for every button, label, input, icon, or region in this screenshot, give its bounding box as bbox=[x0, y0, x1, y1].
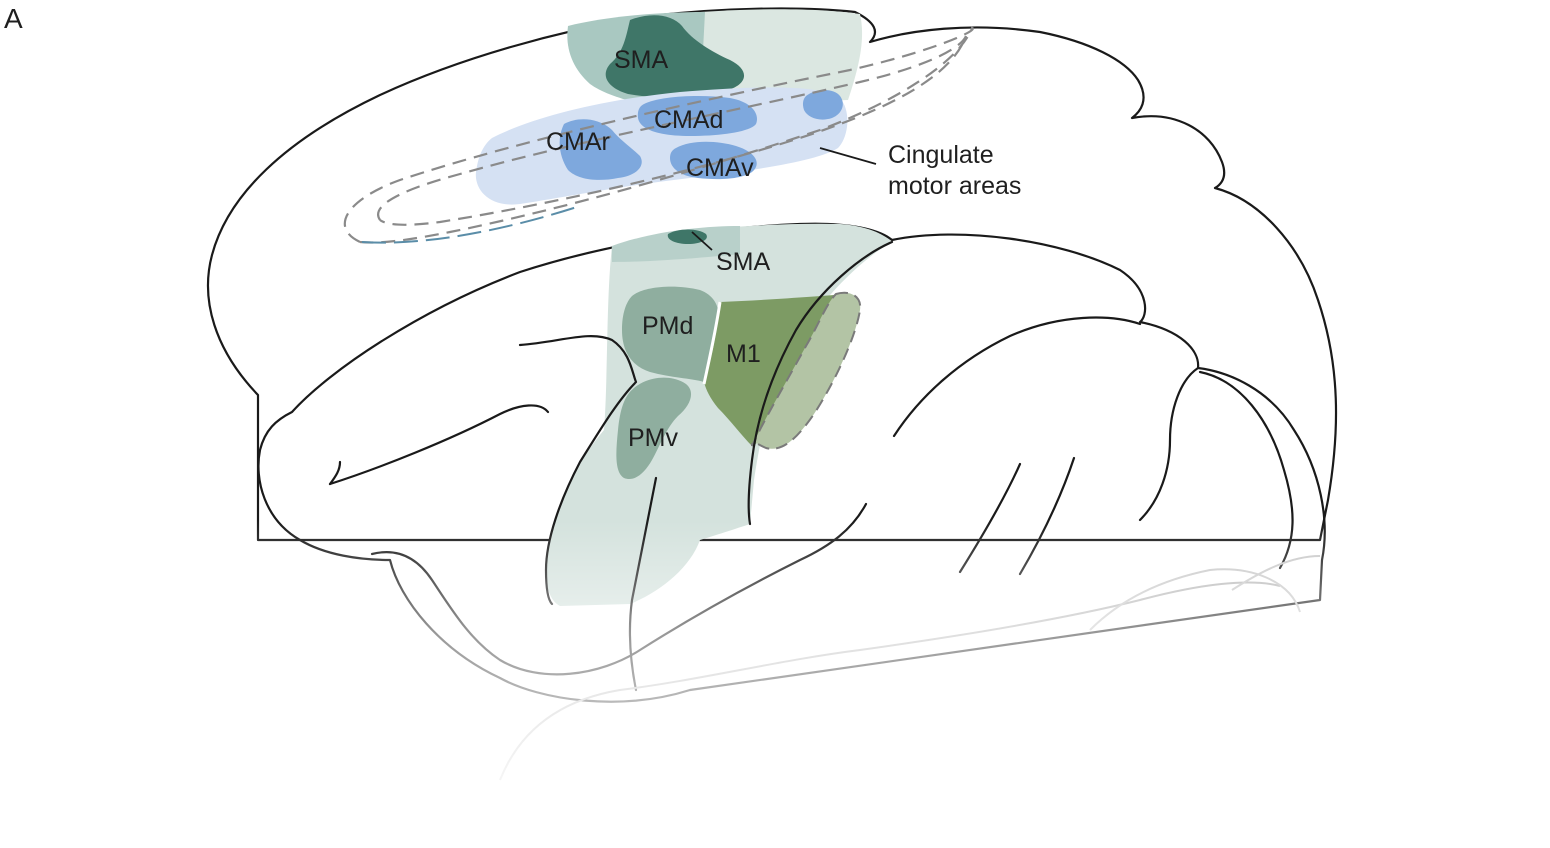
cmad-region bbox=[637, 96, 757, 136]
label-pmv: PMv bbox=[628, 424, 679, 452]
label-sma-medial: SMA bbox=[614, 46, 669, 74]
pmv-region bbox=[616, 377, 692, 480]
lunate-sulcus bbox=[1138, 366, 1200, 522]
medial-motor-areas bbox=[343, 9, 974, 244]
principal-sulcus bbox=[328, 404, 550, 486]
label-cmad: CMAd bbox=[654, 106, 723, 134]
label-cmar: CMAr bbox=[546, 128, 610, 156]
label-cmav: CMAv bbox=[686, 154, 754, 182]
sma-medial-region bbox=[605, 15, 745, 97]
pmd-m1-border bbox=[702, 301, 722, 385]
sma-lateral-region bbox=[667, 229, 707, 244]
label-sma-lateral: SMA bbox=[716, 248, 771, 276]
cingulate-sulcus-outer bbox=[343, 26, 974, 244]
label-pmd: PMd bbox=[642, 312, 693, 340]
intraparietal-sulcus bbox=[892, 316, 1142, 438]
cingulate-sulcus-lower bbox=[361, 205, 581, 244]
pmd-region bbox=[622, 286, 720, 382]
m1-sulcus-region bbox=[751, 291, 862, 450]
cmar-region bbox=[559, 119, 642, 180]
label-cingulate-line2: motor areas bbox=[888, 172, 1021, 200]
medial-hemisphere bbox=[206, 7, 1338, 542]
label-cingulate-line1: Cingulate bbox=[888, 141, 994, 169]
cingulate-sulcus-inner bbox=[377, 35, 968, 226]
panel-label: A bbox=[4, 3, 23, 34]
principal-sulcus-tip bbox=[328, 460, 342, 486]
label-m1: M1 bbox=[726, 340, 761, 368]
fade-overlay bbox=[240, 520, 1350, 843]
medial-cortex-outline bbox=[206, 7, 1338, 542]
central-sulcus bbox=[747, 240, 894, 526]
sma-lateral-leader-line bbox=[691, 231, 713, 251]
cingulate-leader-line bbox=[819, 147, 877, 165]
lower-fade bbox=[240, 520, 1350, 843]
sma-lateral-light-region bbox=[612, 226, 740, 262]
cingulate-small-region bbox=[802, 90, 843, 120]
